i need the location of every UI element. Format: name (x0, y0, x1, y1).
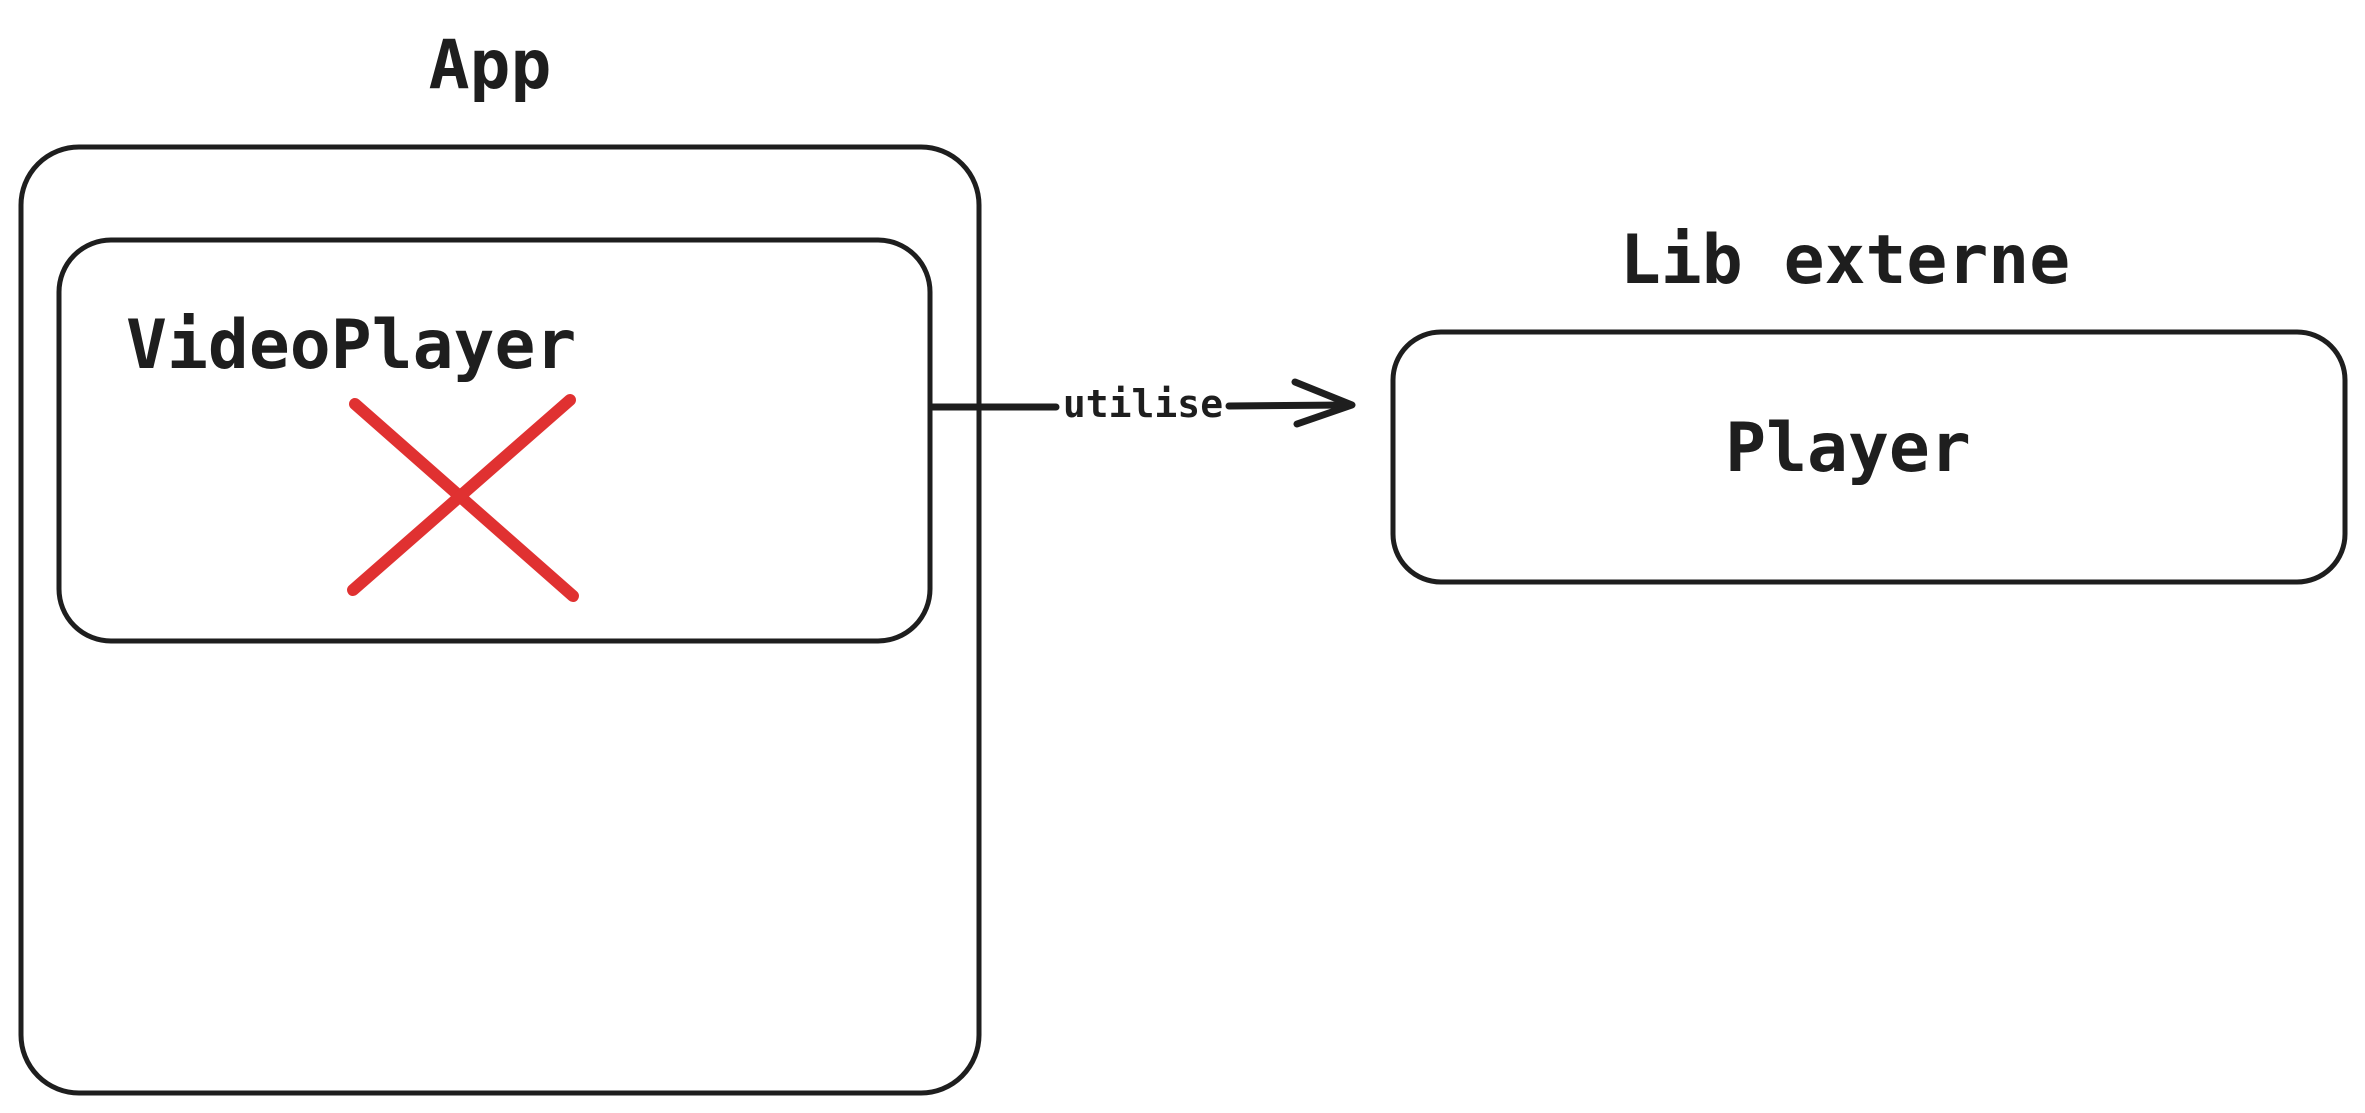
ink-shapes (18, 144, 2348, 1096)
arrow-head-segment (1225, 401, 1350, 410)
lib-externe-title: Lib externe (1620, 221, 2070, 300)
player-label: Player (1725, 409, 1971, 488)
utilise-label: utilise (1063, 382, 1223, 426)
cross-icon (347, 394, 579, 602)
app-title: App (429, 26, 552, 105)
app-box (18, 144, 982, 1096)
cross-stroke-2 (347, 394, 576, 596)
videoplayer-label: VideoPlayer (126, 306, 576, 385)
lib-externe-box (1390, 329, 2348, 585)
diagram-labels: App VideoPlayer Lib externe Player utili… (126, 26, 2070, 488)
videoplayer-box (56, 237, 933, 644)
arrowhead-icon (1291, 378, 1356, 428)
utilise-arrow (928, 378, 1356, 428)
